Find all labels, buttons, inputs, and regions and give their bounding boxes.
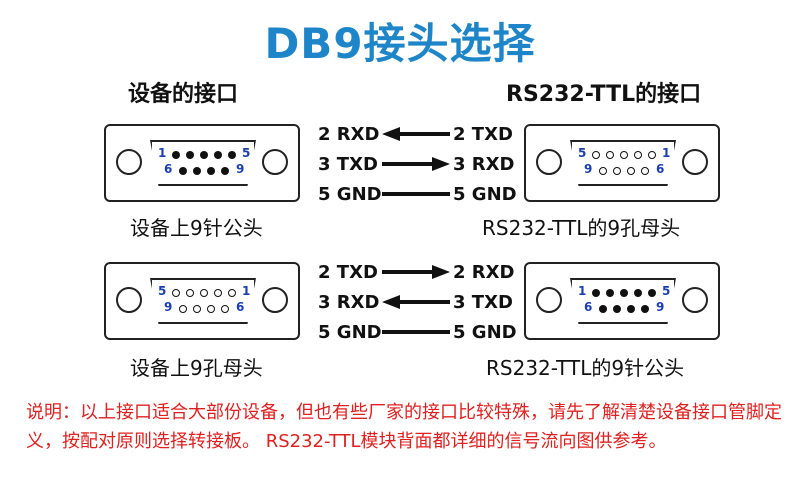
wire-label: 5 GND <box>453 322 517 343</box>
socket-icon <box>200 289 208 297</box>
pin-icon <box>214 151 222 159</box>
pin-number-label: 1 <box>242 284 251 298</box>
ttl-female-caption: RS232-TTL的9孔母头 <box>482 216 681 240</box>
pin-number-label: 6 <box>656 162 665 176</box>
pin-icon <box>193 167 201 175</box>
wire-label: 2 TXD <box>318 262 378 283</box>
wire-label: 2 RXD <box>318 124 380 145</box>
mounting-hole-icon <box>262 287 288 313</box>
ttl-male-caption: RS232-TTL的9针公头 <box>486 356 685 380</box>
pin-icon <box>620 289 628 297</box>
device-female-caption: 设备上9孔母头 <box>130 356 263 380</box>
pin-icon <box>641 305 649 313</box>
socket-icon <box>221 305 229 313</box>
socket-icon <box>186 289 194 297</box>
pin-icon <box>599 305 607 313</box>
pin-icon <box>186 151 194 159</box>
socket-icon <box>214 289 222 297</box>
arrow-right-icon <box>432 265 450 279</box>
wire-label: 2 TXD <box>453 124 513 145</box>
mounting-hole-icon <box>682 287 708 313</box>
pin-icon <box>606 289 614 297</box>
mounting-hole-icon <box>116 287 142 313</box>
pin-number-label: 1 <box>158 146 167 160</box>
wire-label: 5 GND <box>453 184 517 205</box>
pin-number-label: 5 <box>242 146 251 160</box>
pin-number-label: 5 <box>662 284 671 298</box>
pin-icon <box>634 289 642 297</box>
device-female-connector: 5 1 9 6 <box>104 262 300 340</box>
wire-label: 3 RXD <box>318 292 380 313</box>
d-sub-shell <box>150 140 256 186</box>
pin-number-label: 5 <box>578 146 587 160</box>
pin-icon <box>228 151 236 159</box>
socket-icon <box>207 305 215 313</box>
pin-number-label: 1 <box>662 146 671 160</box>
pin-icon <box>592 289 600 297</box>
page-title: DB9接头选择 <box>264 19 536 68</box>
pin-icon <box>179 167 187 175</box>
ttl-interface-header: RS232-TTL的接口 <box>506 82 702 107</box>
pin-icon <box>627 305 635 313</box>
socket-icon <box>634 151 642 159</box>
wire-label: 5 GND <box>318 322 382 343</box>
socket-icon <box>648 151 656 159</box>
socket-icon <box>599 167 607 175</box>
wire-label: 2 RXD <box>453 262 515 283</box>
pin-number-label: 6 <box>236 300 245 314</box>
socket-icon <box>641 167 649 175</box>
arrow-left-icon <box>382 127 400 141</box>
socket-icon <box>620 151 628 159</box>
pin-icon <box>221 167 229 175</box>
pin-icon <box>207 167 215 175</box>
mounting-hole-icon <box>262 149 288 175</box>
pin-number-label: 9 <box>656 300 665 314</box>
mounting-hole-icon <box>536 287 562 313</box>
explanation-note: 说明：以上接口适合大部份设备，但也有些厂家的接口比较特殊，请先了解清楚设备接口管… <box>26 402 782 452</box>
socket-icon <box>627 167 635 175</box>
pin-icon <box>200 151 208 159</box>
pin-number-label: 6 <box>584 300 593 314</box>
wire-label: 3 TXD <box>318 154 378 175</box>
ttl-female-connector: 5 1 9 6 <box>524 124 720 202</box>
arrow-right-icon <box>432 157 450 171</box>
pin-number-label: 9 <box>236 162 245 176</box>
pin-number-label: 1 <box>578 284 587 298</box>
socket-icon <box>193 305 201 313</box>
mounting-hole-icon <box>536 149 562 175</box>
pin-icon <box>613 305 621 313</box>
device-male-caption: 设备上9针公头 <box>130 216 263 240</box>
socket-icon <box>179 305 187 313</box>
socket-icon <box>228 289 236 297</box>
socket-icon <box>613 167 621 175</box>
pin-number-label: 6 <box>164 162 173 176</box>
arrow-left-icon <box>382 295 400 309</box>
mounting-hole-icon <box>116 149 142 175</box>
pin-number-label: 5 <box>158 284 167 298</box>
mounting-hole-icon <box>682 149 708 175</box>
device-interface-header: 设备的接口 <box>128 82 239 107</box>
socket-icon <box>172 289 180 297</box>
wire-label: 5 GND <box>318 184 382 205</box>
pin-icon <box>648 289 656 297</box>
pin-number-label: 9 <box>584 162 593 176</box>
pin-icon <box>172 151 180 159</box>
pin-number-label: 9 <box>164 300 173 314</box>
wire-label: 3 RXD <box>453 154 515 175</box>
socket-icon <box>606 151 614 159</box>
wire-label: 3 TXD <box>453 292 513 313</box>
socket-icon <box>592 151 600 159</box>
